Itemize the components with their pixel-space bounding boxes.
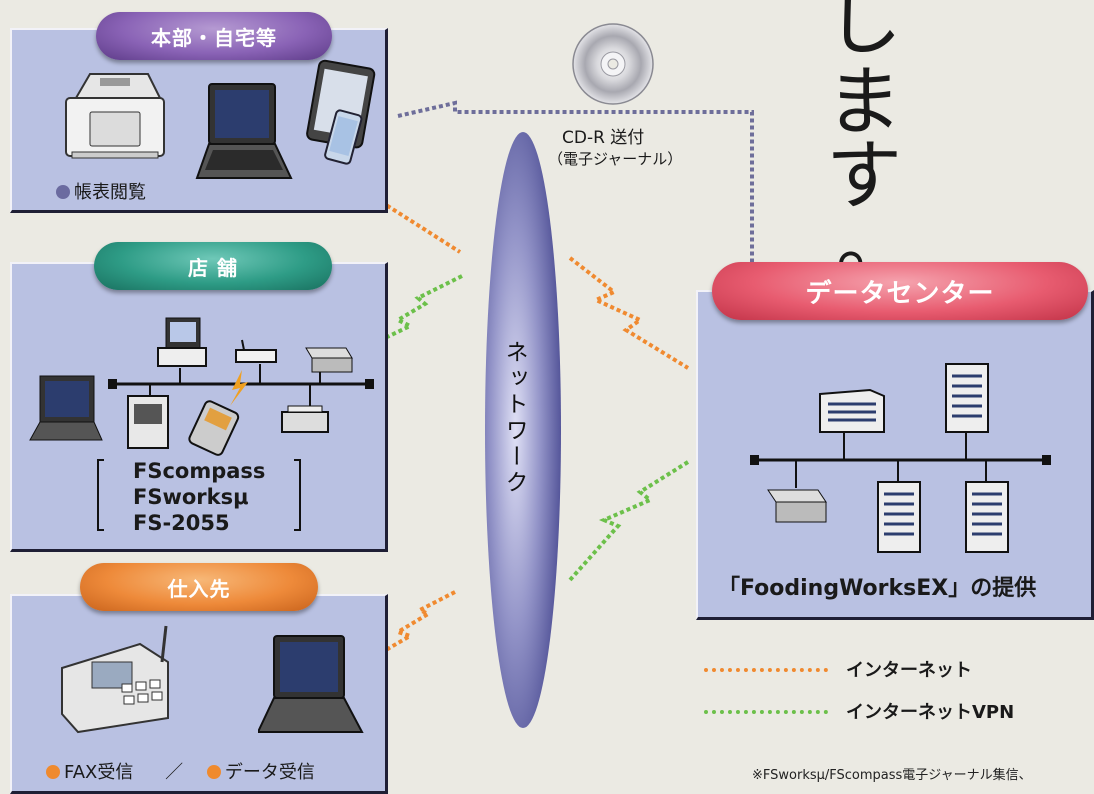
internet-line-dc — [568, 256, 690, 370]
cd-icon — [572, 23, 654, 105]
network-ellipse — [485, 132, 561, 728]
datacenter-panel — [696, 290, 1094, 620]
store-network-diagram — [29, 317, 374, 456]
internet-line-supplier — [346, 590, 456, 674]
network-box-icon — [305, 347, 353, 373]
handheld-terminal-icon — [188, 400, 240, 456]
bullet-icon — [56, 185, 70, 199]
hq-label-pill: 本部・自宅等 — [96, 12, 332, 60]
cd-sublabel: （電子ジャーナル） — [548, 150, 683, 168]
supplier-caption: FAX受信 ／ データ受信 — [46, 758, 315, 784]
headline-char-2: ま — [826, 57, 902, 146]
legend-vpn-line — [704, 710, 828, 714]
pos-terminal-icon — [157, 317, 207, 367]
server-icon — [819, 388, 885, 433]
supplier-laptop-icon — [258, 635, 364, 733]
laptop-icon — [195, 83, 293, 179]
network-label: ネットワーク — [501, 340, 527, 496]
legend-internet-label: インターネット — [846, 660, 972, 681]
printer-icon — [65, 73, 165, 159]
supplier-data-text: データ受信 — [224, 762, 315, 783]
cd-link-line — [397, 100, 754, 262]
footnote-line-1: ※FSworksμ/FScompass電子ジャーナル集信、 — [752, 768, 1032, 783]
server-tower-icon — [877, 481, 921, 553]
hq-caption: 帳表閲覧 — [56, 178, 146, 204]
router-icon — [235, 349, 277, 363]
datacenter-network-diagram — [750, 363, 1051, 553]
vpn-line-dc — [568, 460, 690, 582]
register-icon — [127, 395, 169, 449]
fax-icon — [61, 625, 169, 734]
supplier-separator: ／ — [165, 762, 184, 783]
cd-label: CD-R 送付 — [562, 128, 645, 148]
hq-caption-text: 帳表閲覧 — [74, 182, 146, 203]
vpn-line-store — [355, 274, 463, 354]
network-box-icon — [767, 489, 827, 523]
printer-small-icon — [281, 405, 329, 433]
smartphone-icon — [324, 109, 363, 165]
product-brackets — [97, 459, 301, 531]
store-product-1: FScompass — [133, 459, 266, 483]
supplier-label-pill: 仕入先 — [80, 563, 318, 611]
datacenter-caption: 「FoodingWorksEX」の提供 — [718, 576, 1037, 601]
server-tower-icon — [945, 363, 989, 433]
wireless-icon — [230, 370, 248, 406]
legend-vpn-label: インターネットVPN — [846, 702, 1015, 723]
legend-internet-line — [704, 668, 828, 672]
supplier-fax-text: FAX受信 — [64, 762, 134, 783]
headline-char-3: す — [826, 131, 902, 220]
store-label-pill: 店 舗 — [94, 242, 332, 290]
store-laptop-icon — [29, 375, 103, 441]
datacenter-label-pill: データセンター — [712, 262, 1088, 320]
headline-char-1: し — [826, 0, 902, 66]
store-product-2: FSworksμ — [133, 485, 249, 509]
server-tower-icon — [965, 481, 1009, 553]
store-panel — [10, 262, 388, 552]
store-product-3: FS-2055 — [133, 511, 230, 535]
bullet-icon — [206, 765, 221, 779]
bullet-icon — [46, 765, 60, 779]
